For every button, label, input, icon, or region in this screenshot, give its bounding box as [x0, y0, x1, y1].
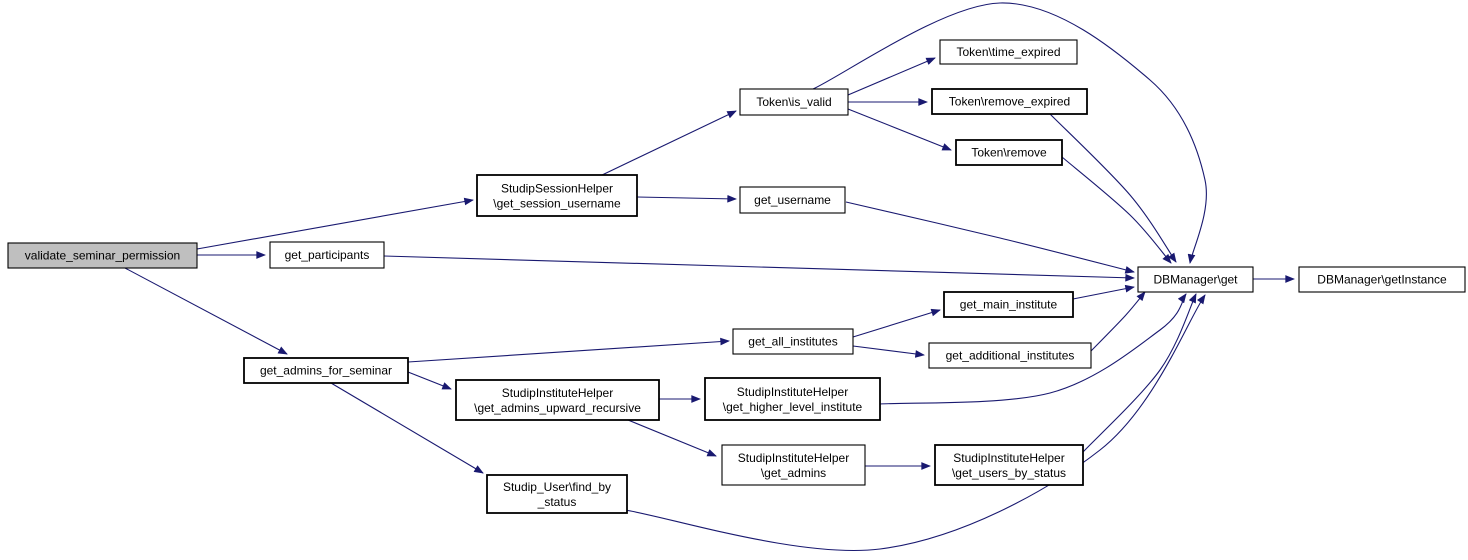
node-get_admins_for_seminar[interactable]: get_admins_for_seminar: [243, 357, 409, 384]
edge-get_username--dbmanager_get: [845, 201, 1135, 274]
node-box: [243, 357, 409, 384]
edge-token_is_valid--token_remove: [847, 108, 952, 151]
node-label: StudipInstituteHelper\get_admins: [738, 451, 849, 480]
edge-token_is_valid--dbmanager_get: [812, 2, 1207, 264]
node-label: Token\is_valid: [756, 95, 831, 109]
node-box: [704, 377, 881, 421]
edge-token_is_valid--token_time_expired: [847, 57, 936, 96]
node-label: get_all_institutes: [748, 335, 837, 349]
node-label: Studip_User\find_by_status: [503, 480, 611, 509]
node-label: DBManager\get: [1153, 273, 1238, 287]
node-get_all_institutes[interactable]: get_all_institutes: [732, 328, 854, 355]
node-box: [1298, 266, 1466, 293]
node-token_is_valid[interactable]: Token\is_valid: [739, 88, 849, 116]
node-sih_get_admins_upward_recursive[interactable]: StudipInstituteHelper\get_admins_upward_…: [455, 379, 660, 421]
node-token_time_expired[interactable]: Token\time_expired: [939, 39, 1078, 65]
edge-get_admins_for_seminar--get_all_institutes: [407, 337, 730, 363]
node-box: [732, 328, 854, 355]
edge-studip_user_find_by_status--dbmanager_get: [624, 294, 1206, 552]
node-box: [1137, 266, 1254, 293]
node-label: DBManager\getInstance: [1317, 273, 1447, 287]
node-label: StudipInstituteHelper\get_admins_upward_…: [474, 386, 641, 415]
edge-sih_get_users_by_status--dbmanager_get: [1082, 293, 1197, 453]
node-label: get_username: [754, 193, 831, 207]
node-token_remove[interactable]: Token\remove: [955, 139, 1063, 166]
edge-token_remove--dbmanager_get: [1061, 156, 1172, 264]
edge-get_admins_for_seminar--studip_user_find_by_status: [330, 382, 484, 474]
node-label: get_admins_for_seminar: [260, 364, 392, 378]
node-studip_session_helper_get_session_username[interactable]: StudipSessionHelper\get_session_username: [476, 174, 638, 217]
node-box: [739, 88, 849, 116]
node-label: StudipSessionHelper\get_session_username: [493, 182, 621, 211]
node-get_participants[interactable]: get_participants: [269, 241, 385, 269]
node-box: [931, 88, 1088, 115]
edge-get_all_institutes--get_additional_institutes: [852, 345, 925, 358]
node-studip_user_find_by_status[interactable]: Studip_User\find_by_status: [486, 474, 628, 514]
node-dbmanager_get[interactable]: DBManager\get: [1137, 266, 1254, 293]
node-get_additional_institutes[interactable]: get_additional_institutes: [928, 342, 1092, 369]
node-box: [721, 444, 866, 486]
node-label: Token\time_expired: [956, 45, 1060, 59]
nodes-layer: validate_seminar_permission get_participa…: [7, 39, 1466, 514]
node-label: StudipInstituteHelper\get_higher_level_i…: [723, 385, 863, 414]
node-sih_get_higher_level_institute[interactable]: StudipInstituteHelper\get_higher_level_i…: [704, 377, 881, 421]
node-sih_get_admins[interactable]: StudipInstituteHelper\get_admins: [721, 444, 866, 486]
node-box: [934, 444, 1084, 486]
edge-get_admins_for_seminar--sih_get_admins_upward_recursive: [407, 371, 452, 390]
edge-sih_get_admins_upward_recursive--sih_get_admins: [627, 419, 717, 457]
node-box: [928, 342, 1092, 369]
node-box: [943, 291, 1074, 318]
node-box: [486, 474, 628, 514]
node-box: [939, 39, 1078, 65]
node-label: Token\remove: [971, 146, 1047, 160]
node-box: [269, 241, 385, 269]
edge-validate_seminar_permission--studip_session_helper_get_session_username: [196, 197, 474, 250]
edges-layer: [124, 2, 1295, 552]
node-dbmanager_getinstance[interactable]: DBManager\getInstance: [1298, 266, 1466, 293]
node-label: get_participants: [285, 248, 370, 262]
node-sih_get_users_by_status[interactable]: StudipInstituteHelper\get_users_by_statu…: [934, 444, 1084, 486]
edge-validate_seminar_permission--get_admins_for_seminar: [124, 267, 288, 355]
node-box: [476, 174, 638, 217]
node-box: [7, 242, 198, 269]
node-get_main_institute[interactable]: get_main_institute: [943, 291, 1074, 318]
node-label: validate_seminar_permission: [25, 249, 180, 263]
node-label: get_main_institute: [960, 298, 1058, 312]
node-box: [455, 379, 660, 421]
edge-get_all_institutes--get_main_institute: [852, 308, 941, 338]
node-label: StudipInstituteHelper\get_users_by_statu…: [952, 451, 1066, 480]
edge-get_additional_institutes--dbmanager_get: [1090, 291, 1146, 352]
edge-get_main_institute--dbmanager_get: [1072, 284, 1135, 300]
node-box: [739, 186, 846, 214]
edge-studip_session_helper_get_session_username--token_is_valid: [599, 110, 737, 177]
node-box: [955, 139, 1063, 166]
node-label: Token\remove_expired: [949, 95, 1070, 109]
edge-get_participants--dbmanager_get: [383, 255, 1135, 282]
node-token_remove_expired[interactable]: Token\remove_expired: [931, 88, 1088, 115]
node-label: get_additional_institutes: [946, 349, 1075, 363]
edge-token_remove_expired--dbmanager_get: [1049, 113, 1177, 263]
edge-studip_session_helper_get_session_username--get_username: [636, 194, 737, 203]
node-validate_seminar_permission[interactable]: validate_seminar_permission: [7, 242, 198, 269]
edge-sih_get_higher_level_institute--dbmanager_get: [879, 293, 1187, 405]
node-get_username[interactable]: get_username: [739, 186, 846, 214]
